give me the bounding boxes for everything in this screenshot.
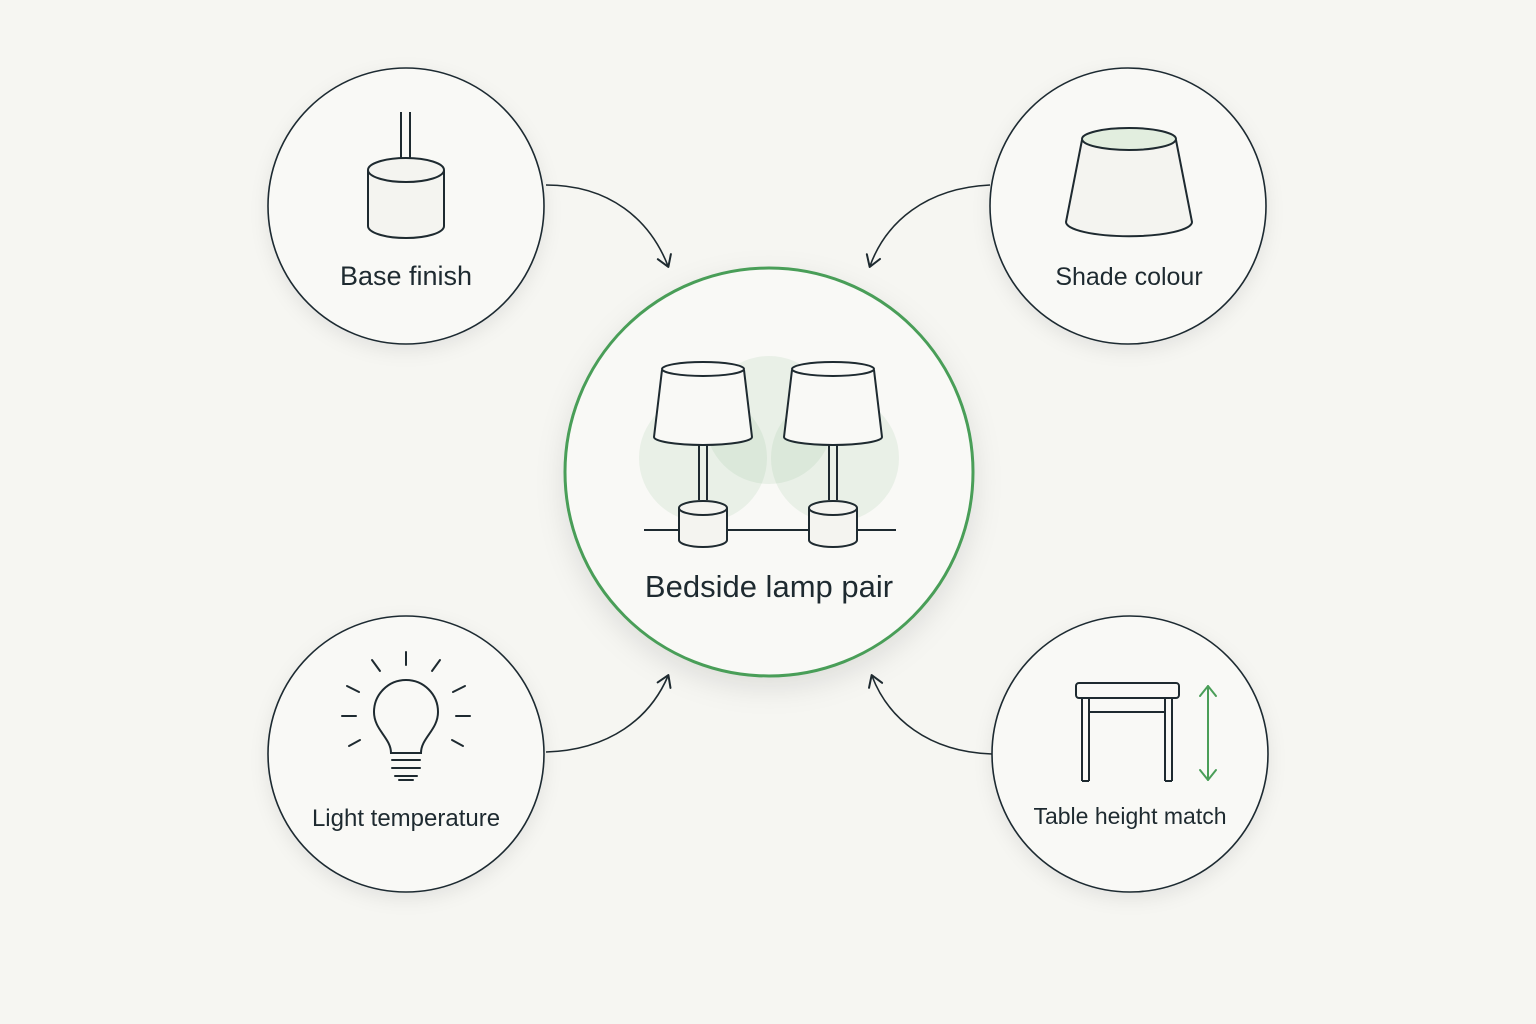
arrow-base-finish-to-center [545, 184, 672, 268]
connectors [545, 184, 993, 755]
node-label: Shade colour [1055, 263, 1202, 291]
node-shade-colour[interactable]: Shade colour [989, 67, 1267, 345]
height-arrow-icon [1199, 685, 1217, 781]
arrow-light-temperature-to-center [545, 674, 672, 753]
node-label: Table height match [1033, 803, 1226, 829]
lamp-pair-icon [644, 361, 896, 548]
center-label: Bedside lamp pair [645, 569, 893, 604]
lamp-shade-icon [1064, 127, 1194, 238]
light-bulb-icon [341, 651, 471, 781]
arrow-table-height-to-center [868, 674, 993, 755]
arrow-shade-colour-to-center [865, 184, 991, 268]
node-table-height-match[interactable]: Table height match [991, 615, 1269, 893]
node-label: Base finish [340, 261, 472, 291]
node-bedside-lamp-pair[interactable]: Bedside lamp pair [563, 266, 975, 678]
node-circle [991, 615, 1269, 893]
node-base-finish[interactable]: Base finish [267, 67, 545, 345]
node-light-temperature[interactable]: Light temperature [267, 615, 545, 893]
lamp-base-icon [367, 112, 445, 239]
node-label: Light temperature [312, 805, 500, 832]
table-height-icon [1075, 682, 1180, 782]
